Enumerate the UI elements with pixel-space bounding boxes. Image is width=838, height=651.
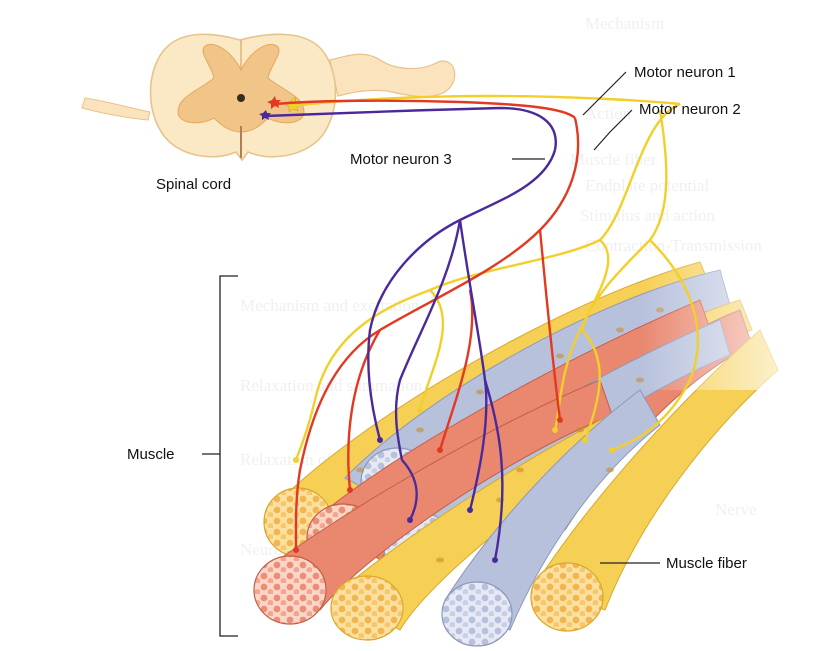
label-spinal-cord: Spinal cord	[156, 176, 231, 193]
spinal-nerve-root	[330, 54, 455, 96]
leader-motor-neuron-2	[594, 110, 632, 150]
label-motor-neuron-2: Motor neuron 2	[639, 101, 741, 118]
leader-motor-neuron-1	[583, 72, 626, 115]
label-motor-neuron-1: Motor neuron 1	[634, 64, 736, 81]
label-muscle-fiber: Muscle fiber	[666, 555, 747, 572]
label-motor-neuron-3: Motor neuron 3	[350, 151, 452, 168]
fiber-fade	[640, 250, 838, 390]
ventral-root	[82, 98, 150, 120]
label-muscle: Muscle	[127, 446, 175, 463]
central-canal	[237, 94, 245, 102]
muscle-bracket	[202, 276, 238, 636]
muscle-fibers	[254, 250, 838, 646]
